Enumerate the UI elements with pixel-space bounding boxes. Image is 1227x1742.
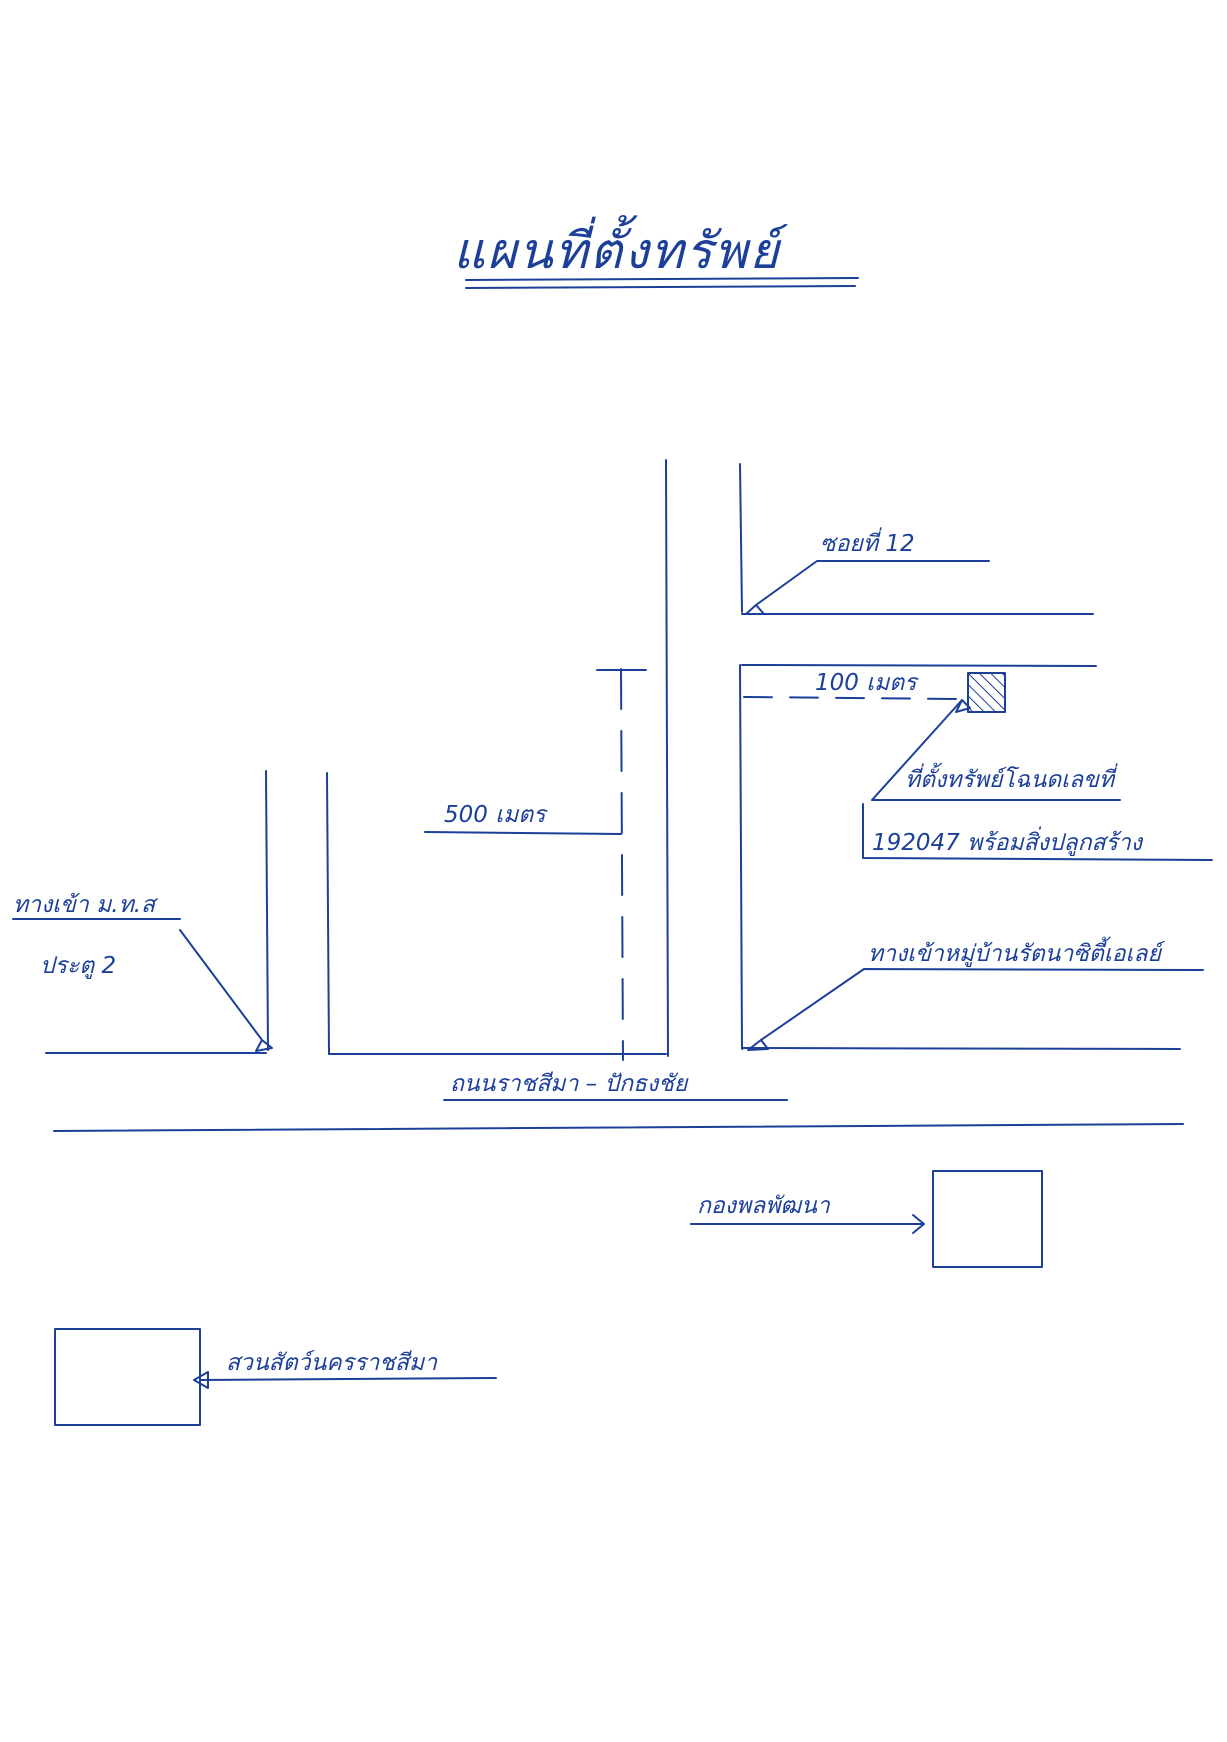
soi-12-label: ซอยที่ 12	[820, 527, 915, 557]
army-unit-arrow-icon	[912, 1214, 925, 1234]
title-underline-2	[465, 285, 856, 289]
property-leader-line	[871, 699, 1121, 801]
main-road-upper-edge	[741, 1047, 1181, 1050]
property-leader-bracket	[862, 803, 1213, 861]
village-entrance-arrow-icon	[747, 1039, 769, 1051]
property-marker	[967, 672, 1006, 713]
entrance-gate-label-line2: ประตู 2	[40, 953, 116, 979]
gate-2-arrow-icon	[255, 1039, 273, 1052]
village-entrance-leader-line	[760, 968, 1204, 1041]
army-unit-label: กองพลพัฒนา	[697, 1193, 831, 1219]
zoo-label: สวนสัตว์นครราชสีมา	[226, 1349, 438, 1376]
village-entrance-label: ทางเข้าหมู่บ้านรัตนาซิตี้เอเลย์	[868, 936, 1166, 967]
property-label-line1: ที่ตั้งทรัพย์โฉนดเลขที่	[905, 762, 1118, 793]
soi-12-arrow-icon	[745, 604, 765, 615]
main-vertical-road-right-edge	[739, 463, 743, 613]
main-road-label: ถนนราชสีมา – ปักธงชัย	[450, 1071, 689, 1097]
property-label-line2: 192047 พร้อมสิ่งปลูกสร้าง	[872, 826, 1144, 856]
left-road-edge-left	[265, 770, 269, 1051]
soi-12-road-edge-bottom	[741, 664, 1097, 667]
title-underline	[465, 277, 859, 281]
army-unit-box	[932, 1170, 1043, 1268]
property-arrow-icon	[955, 699, 971, 713]
entrance-gate-label-line1: ทางเข้า ม.ท.ส	[13, 892, 159, 918]
main-vertical-road-right-edge	[739, 664, 743, 1050]
gate-2-leader-line	[179, 929, 263, 1041]
distance-500-label: 500 เมตร	[444, 802, 548, 828]
zoo-leader-line	[199, 1377, 497, 1381]
distance-100-dashed-line	[743, 696, 962, 700]
distance-500-dashed-line	[620, 668, 624, 1061]
main-vertical-road-left-edge	[665, 459, 669, 1057]
map-title: แผนที่ตั้งทรัพย์	[453, 215, 789, 280]
soi-12-leader-line	[755, 560, 990, 606]
zoo-box	[54, 1328, 201, 1426]
distance-500-leader-line	[424, 831, 622, 835]
distance-100-label: 100 เมตร	[815, 670, 919, 696]
zoo-arrow-icon	[193, 1371, 209, 1389]
main-road-lower-edge	[53, 1123, 1184, 1132]
left-road-edge-right	[326, 772, 330, 1055]
